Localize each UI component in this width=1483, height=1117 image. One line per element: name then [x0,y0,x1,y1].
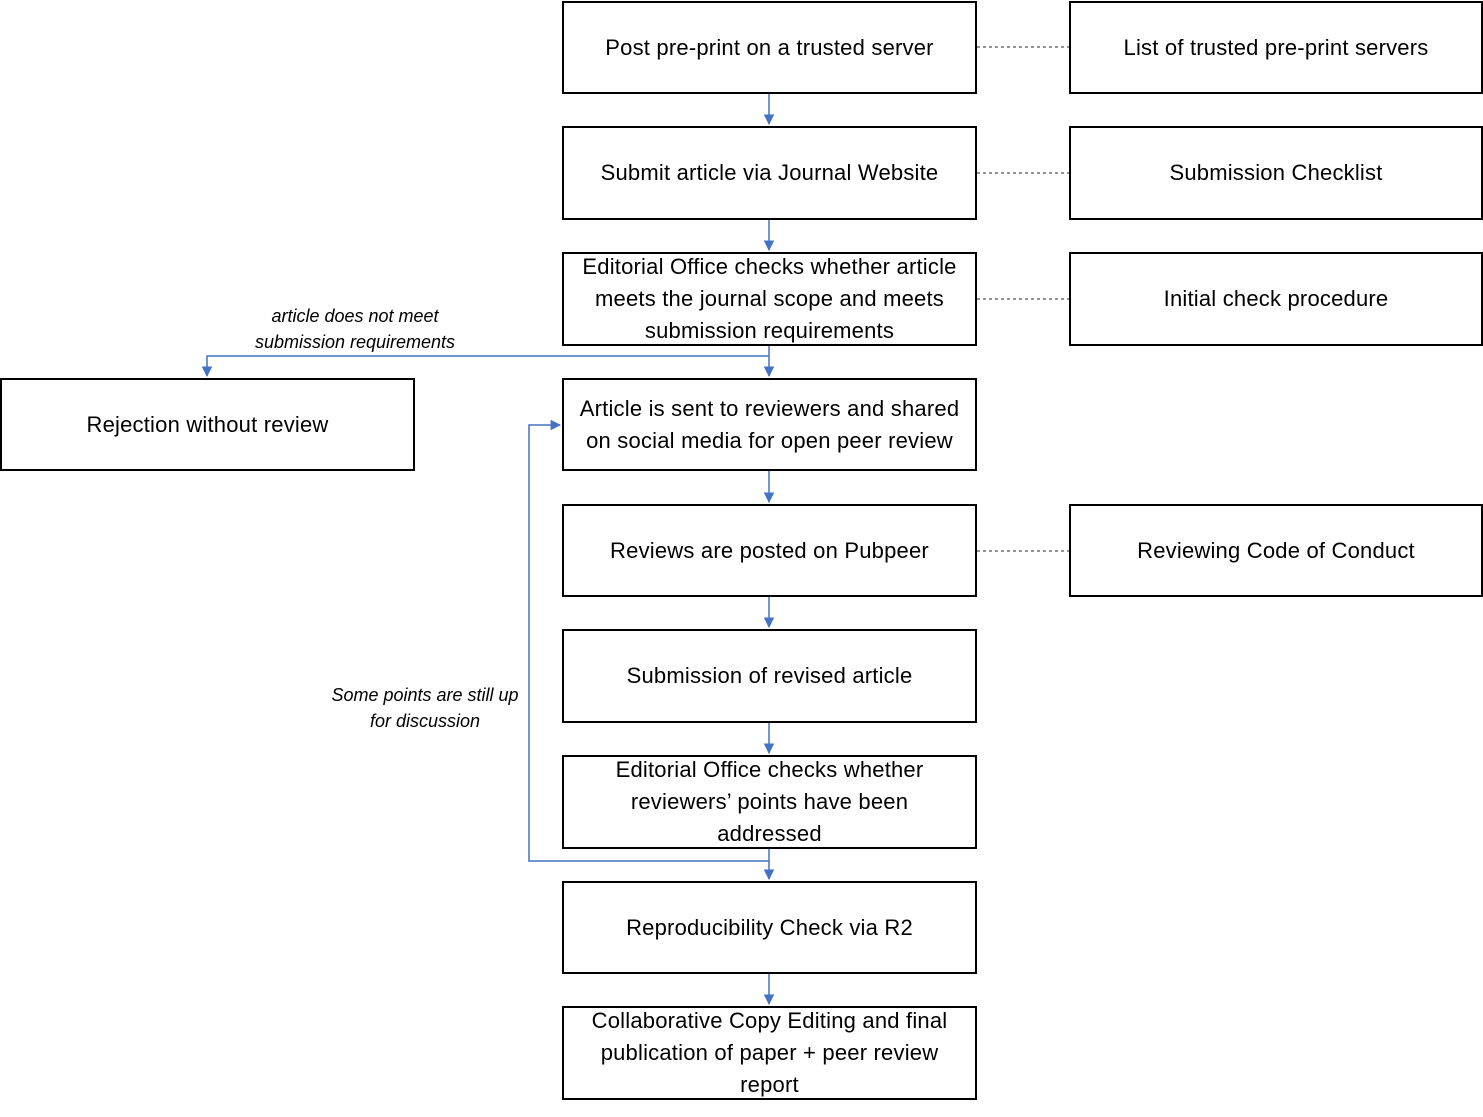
step-submit-article-label: Submit article via Journal Website [600,160,939,185]
resource-trusted-servers-label: List of trusted pre-print servers [1123,34,1429,60]
step-reproducibility-check-label: Reproducibility Check via R2 [626,914,913,940]
loop-condition-note: Some points are still up for discussion [331,685,519,731]
step-revised-submission-label: Submission of revised article [626,663,913,688]
step-reviews-posted: Reviews are posted on Pubpeer [562,504,977,597]
rejection-label: Rejection without review [86,411,329,437]
arrow-loop-back [528,419,769,862]
step-sent-to-reviewers-label: Article is sent to reviewers and shared … [579,395,960,453]
resource-submission-checklist: Submission Checklist [1069,126,1483,220]
step-submit-article: Submit article via Journal Website [562,126,977,220]
resource-trusted-servers: List of trusted pre-print servers [1069,1,1483,94]
step-post-preprint-label: Post pre-print on a trusted server [605,34,934,60]
step-sent-to-reviewers: Article is sent to reviewers and shared … [562,378,977,471]
resource-submission-checklist-label: Submission Checklist [1169,160,1383,185]
step-editorial-points-check-label: Editorial Office checks whether reviewer… [615,757,924,846]
step-revised-submission: Submission of revised article [562,629,977,723]
rejection-condition-note: article does not meet submission require… [254,306,456,352]
rejection-box: Rejection without review [0,378,415,471]
arrow-to-rejection [201,355,769,378]
step-post-preprint: Post pre-print on a trusted server [562,1,977,94]
step-editorial-initial-check-label: Editorial Office checks whether article … [582,254,957,343]
resource-initial-check-procedure: Initial check procedure [1069,252,1483,346]
step-editorial-points-check: Editorial Office checks whether reviewer… [562,755,977,849]
resource-reviewing-code-label: Reviewing Code of Conduct [1137,537,1415,563]
resource-reviewing-code: Reviewing Code of Conduct [1069,504,1483,597]
step-reproducibility-check: Reproducibility Check via R2 [562,881,977,974]
step-reviews-posted-label: Reviews are posted on Pubpeer [610,537,929,563]
resource-initial-check-procedure-label: Initial check procedure [1163,286,1389,311]
step-copy-editing-publication: Collaborative Copy Editing and final pub… [562,1006,977,1100]
step-copy-editing-publication-label: Collaborative Copy Editing and final pub… [591,1008,948,1097]
step-editorial-initial-check: Editorial Office checks whether article … [562,252,977,346]
